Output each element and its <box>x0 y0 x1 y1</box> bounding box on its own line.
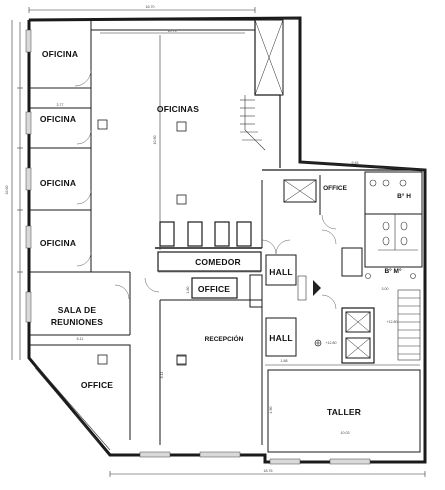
oficinas-area: 10.73 10.90 <box>91 29 255 365</box>
left-windows <box>25 29 32 323</box>
room-recepcion: RECEPCIÓN <box>205 334 244 343</box>
room-office-right: OFFICE <box>323 185 347 192</box>
room-bano-m: B° M° <box>384 267 402 275</box>
sala-reuniones: 6.11 <box>29 272 131 341</box>
angled-windows <box>34 367 101 445</box>
room-comedor: COMEDOR <box>195 257 241 267</box>
room-oficina-3: OFICINA <box>40 178 76 188</box>
glass-partitions <box>155 221 262 249</box>
room-oficina-4: OFICINA <box>40 238 76 248</box>
left-office-stack: 3.77 <box>28 19 130 273</box>
office-lower-left <box>29 344 131 451</box>
dim-taller-height: 4.90 <box>269 407 273 414</box>
room-office-center: OFFICE <box>198 284 230 294</box>
dim-sala-width: 6.11 <box>77 337 84 341</box>
room-sala-line1: SALA DE <box>58 305 97 315</box>
room-office-lower-left: OFFICE <box>81 380 113 390</box>
recepcion: 8.11 <box>159 299 263 445</box>
level-marker-2: +12.80 <box>386 320 397 324</box>
left-doors <box>74 69 160 300</box>
bottom-windows: 18.76 <box>109 451 426 477</box>
upper-stair <box>240 19 284 151</box>
right-upper-block: 9.45 <box>261 161 426 248</box>
room-bano-h: B° H <box>397 192 411 200</box>
comedor <box>157 251 262 273</box>
dim-taller-width: 10.03 <box>341 431 350 435</box>
dim-oficina-div: 3.77 <box>57 103 64 107</box>
room-oficina-1: OFICINA <box>42 49 78 59</box>
dim-left-total: 33.60 <box>5 186 9 195</box>
dim-office-h: 1.80 <box>186 287 190 294</box>
bathrooms <box>364 171 423 279</box>
dim-stair-w: 3.00 <box>382 287 389 291</box>
level-marker-1: +12.80 <box>325 341 336 345</box>
right-stair-elevator: 3.00 <box>321 214 421 364</box>
left-dimension: 33.60 <box>5 20 23 360</box>
taller: 4.90 10.03 <box>267 369 421 453</box>
room-oficinas: OFICINAS <box>157 104 199 114</box>
dim-oficinas-width: 10.73 <box>168 29 177 33</box>
top-dimension: 16.70 <box>28 5 256 13</box>
dim-recepcion-height: 8.11 <box>160 372 164 379</box>
dim-hall-len: 1.88 <box>281 359 288 363</box>
room-taller: TALLER <box>327 407 361 417</box>
room-sala-line2: REUNIONES <box>51 317 103 327</box>
office-center: 1.80 <box>186 274 263 308</box>
level-markers: +12.80 +12.80 <box>313 280 398 347</box>
dim-top-total: 16.70 <box>146 5 155 9</box>
outer-walls <box>27 16 427 464</box>
hall-area: 1.88 <box>261 239 420 366</box>
room-oficina-2: OFICINA <box>40 114 76 124</box>
room-hall-lower: HALL <box>269 333 292 343</box>
dim-oficinas-height: 10.90 <box>153 136 157 145</box>
dim-bottom-total: 18.76 <box>264 469 273 473</box>
room-hall-upper: HALL <box>269 267 292 277</box>
dim-right-block: 9.45 <box>352 161 359 165</box>
